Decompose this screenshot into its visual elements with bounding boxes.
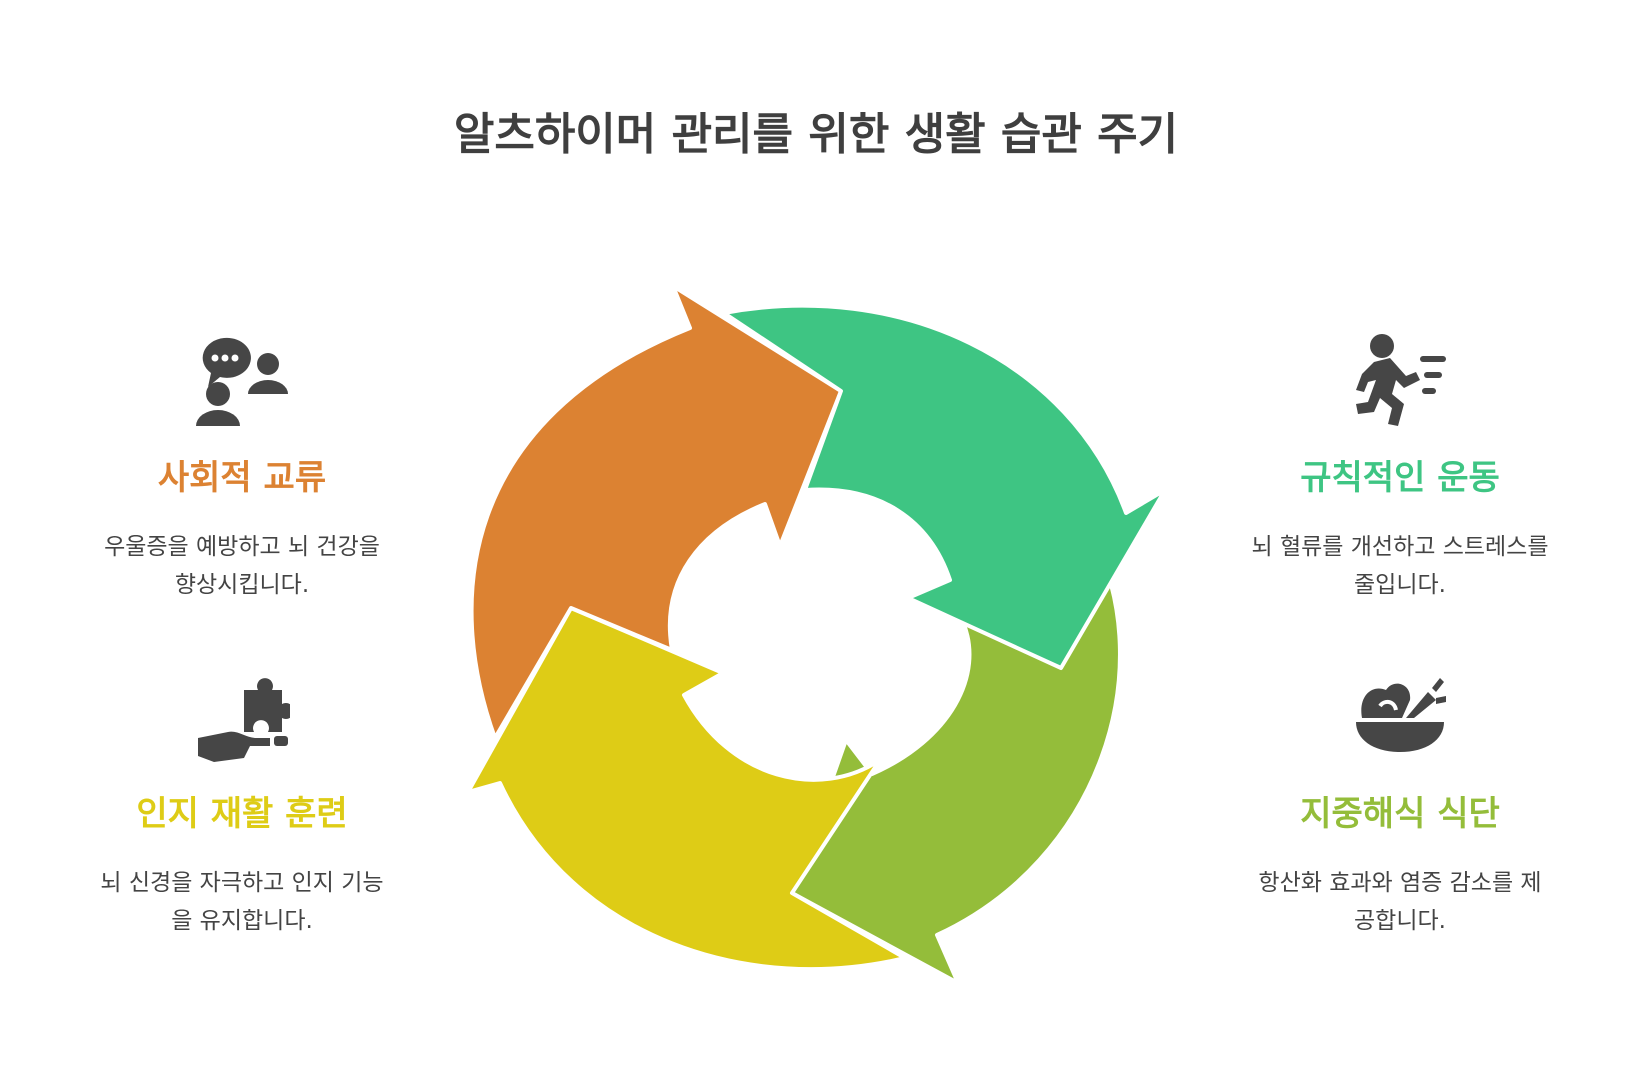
item-diet: 지중해식 식단 항산화 효과와 염증 감소를 제공합니다. [1230,668,1570,940]
item-social-desc: 우울증을 예방하고 뇌 건강을 향상시킵니다. [104,534,380,598]
item-diet-title: 지중해식 식단 [1300,794,1500,834]
chat-people-icon [196,337,288,426]
item-cognitive-desc: 뇌 신경을 자극하고 인지 기능을 유지합니다. [100,870,384,934]
running-person-icon [1356,334,1446,426]
item-diet-desc: 항산화 효과와 염증 감소를 제공합니다. [1258,870,1542,934]
cycle-arrow-social [469,284,843,740]
item-exercise-title: 규칙적인 운동 [1300,458,1500,498]
item-cognitive: 인지 재활 훈련 뇌 신경을 자극하고 인지 기능을 유지합니다. [72,668,412,940]
cycle-arrow-cognitive [466,606,907,971]
puzzle-hand-icon [198,678,290,762]
item-exercise: 규칙적인 운동 뇌 혈류를 개선하고 스트레스를 줄입니다. [1230,332,1570,604]
item-social-title: 사회적 교류 [157,458,327,498]
item-social: 사회적 교류 우울증을 예방하고 뇌 건강을 향상시킵니다. [72,332,412,604]
salad-bowl-icon [1356,678,1446,752]
item-cognitive-title: 인지 재활 훈련 [136,794,348,834]
cycle-arrow-exercise [722,303,1167,670]
diagram-title: 알츠하이머 관리를 위한 생활 습관 주기 [453,109,1179,160]
item-exercise-desc: 뇌 혈류를 개선하고 스트레스를 줄입니다. [1251,534,1549,598]
